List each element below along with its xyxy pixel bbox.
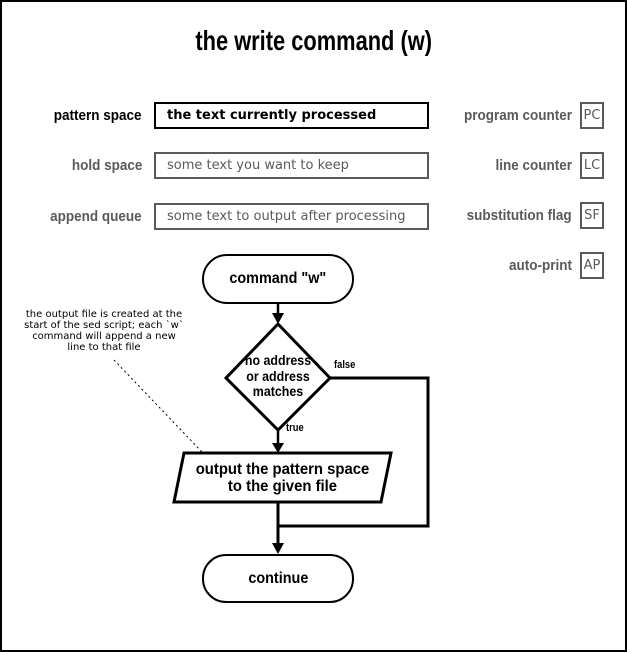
substitution-flag-abbr: SF — [584, 208, 600, 223]
program-counter-abbr: PC — [583, 108, 601, 123]
annotation-note: the output file is created at the start … — [14, 309, 194, 353]
hold-space-label: hold space — [2, 152, 142, 179]
annotation-pointer-line — [113, 359, 203, 453]
false-branch-label: false — [334, 360, 359, 371]
substitution-flag-box: SF — [580, 202, 604, 229]
line-counter-label-text: line counter — [495, 157, 572, 174]
start-node: command "w" — [202, 254, 354, 304]
process-line-2: to the given file — [227, 478, 338, 495]
decision-node-label: no address or address matches — [223, 353, 333, 400]
false-branch-line — [278, 376, 430, 528]
decision-line-2: or address — [246, 368, 310, 384]
decision-diamond-shape — [223, 321, 333, 433]
substitution-flag-label-text: substitution flag — [467, 207, 572, 224]
append-queue-value: some text to output after processing — [167, 209, 406, 224]
annotation-line-3: command will append a new — [32, 331, 176, 342]
pattern-space-label: pattern space — [2, 102, 142, 129]
append-queue-box: some text to output after processing — [154, 203, 429, 230]
substitution-flag-label: substitution flag — [432, 202, 572, 229]
process-node-label: output the pattern space to the given fi… — [190, 461, 375, 495]
line-counter-box: LC — [580, 152, 604, 179]
true-branch-label: true — [286, 423, 307, 434]
arrow-to-continue-head — [272, 543, 284, 554]
append-queue-label: append queue — [2, 203, 142, 230]
true-branch-label-text: true — [286, 422, 304, 434]
end-node-label: continue — [247, 569, 308, 587]
arrow-decision-to-process-head — [272, 443, 284, 453]
decision-line-3: matches — [252, 384, 304, 399]
arrow-start-to-decision-head — [272, 313, 284, 324]
pattern-space-label-text: pattern space — [54, 107, 142, 124]
annotation-line-1: the output file is created at the — [25, 309, 183, 320]
page-title-text: the write command (w) — [195, 25, 432, 56]
hold-space-label-text: hold space — [71, 157, 142, 174]
program-counter-box: PC — [580, 102, 604, 129]
line-counter-label: line counter — [432, 152, 572, 179]
program-counter-label-text: program counter — [463, 107, 572, 124]
false-branch-label-text: false — [334, 359, 356, 371]
hold-space-value: some text you want to keep — [167, 158, 349, 173]
annotation-line-4: line to that file — [67, 342, 141, 353]
page-title: the write command (w) — [2, 26, 625, 56]
hold-space-box: some text you want to keep — [154, 152, 429, 179]
auto-print-box: AP — [580, 252, 604, 279]
process-parallelogram-shape — [172, 451, 393, 504]
auto-print-abbr: AP — [583, 258, 601, 273]
pattern-space-value: the text currently processed — [167, 108, 377, 123]
process-line-1: output the pattern space — [195, 461, 370, 478]
auto-print-label-text: auto-print — [509, 257, 572, 274]
program-counter-label: program counter — [432, 102, 572, 129]
line-counter-abbr: LC — [583, 158, 601, 173]
end-node: continue — [202, 554, 354, 603]
start-node-label: command "w" — [229, 270, 327, 287]
decision-line-1: no address — [244, 353, 312, 368]
auto-print-label: auto-print — [432, 252, 572, 279]
append-queue-label-text: append queue — [50, 208, 142, 225]
pattern-space-box: the text currently processed — [154, 102, 429, 129]
annotation-line-2: start of the sed script; each `w` — [24, 320, 184, 331]
